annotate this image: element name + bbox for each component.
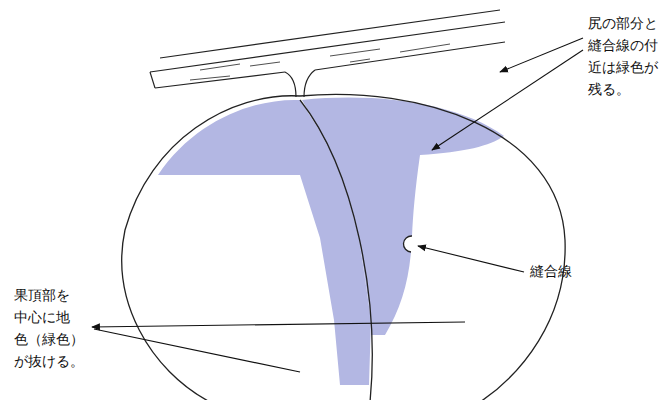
green-area [302, 98, 504, 335]
branch [150, 10, 505, 97]
left-lobe-outline [122, 96, 300, 400]
stem [285, 70, 315, 97]
right-lobe-outline [300, 94, 565, 400]
leader-line [418, 246, 524, 272]
branch-hatch [190, 44, 450, 80]
branch-line [150, 22, 505, 72]
callout-label: 尻の部分と 縫合線の付 近は緑色が 残る。 [588, 12, 658, 100]
leader-line [92, 322, 465, 327]
branch-line [155, 72, 285, 88]
suture-mark [403, 236, 412, 252]
callout-label: 縫合線 [530, 260, 572, 282]
leader-line [432, 50, 583, 150]
callout-label: 果頂部を 中心に地 色（緑色） が抜ける。 [14, 284, 84, 372]
leader-line [94, 329, 300, 372]
branch-line [315, 42, 505, 70]
branch-line [150, 72, 155, 88]
fruit-outline [122, 94, 565, 400]
leader-line [500, 38, 583, 72]
lobe-line [300, 100, 372, 400]
leader-lines [92, 38, 583, 372]
